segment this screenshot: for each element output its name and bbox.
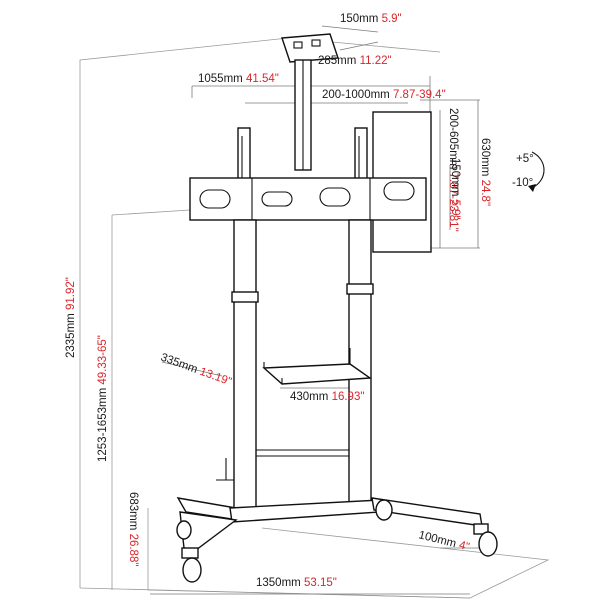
top-plate-depth-label: 285mm 11.22" [318, 55, 392, 67]
tilt-down-label: -10° [512, 177, 533, 189]
caster-front-right [473, 523, 498, 557]
total-height-label: 2335mm 91.92" [65, 277, 77, 358]
center-post [294, 59, 312, 171]
base-height-label: 683mm 26.88" [127, 492, 139, 566]
caster-size-label: 100mm 4" [417, 529, 470, 553]
tilt-up-label: +5° [516, 153, 534, 165]
vesa-vertical-label: 200-605mm 7.87-23.81" [447, 108, 459, 232]
caster-back-right [375, 499, 393, 521]
caster-back-left [176, 520, 192, 540]
shelf-width-label: 430mm 16.93" [290, 391, 364, 403]
height-range-label: 1253-1653mm 49.33-65" [97, 335, 109, 462]
tilt-arrow [528, 151, 545, 192]
casters [176, 499, 498, 583]
arm-height-label: 150mm 5.9" [449, 158, 461, 220]
top-plate-width-label: 150mm 5.9" [340, 13, 402, 25]
side-hook [216, 458, 234, 481]
base [176, 497, 483, 551]
bracket-height-label: 630mm 24.8" [479, 138, 491, 206]
caster-front-left [181, 547, 202, 583]
shelf [262, 348, 373, 385]
vesa-horizontal-label: 200-1000mm 7.87-39.4" [322, 89, 446, 101]
shelf-depth-label: 335mm 13.19" [159, 352, 233, 389]
horizontal-bracket [189, 177, 427, 221]
main-columns [231, 219, 374, 509]
base-width-label: 1350mm 53.15" [256, 577, 337, 589]
top-plate [281, 33, 339, 63]
bracket-width-label: 1055mm 41.54" [198, 73, 279, 85]
